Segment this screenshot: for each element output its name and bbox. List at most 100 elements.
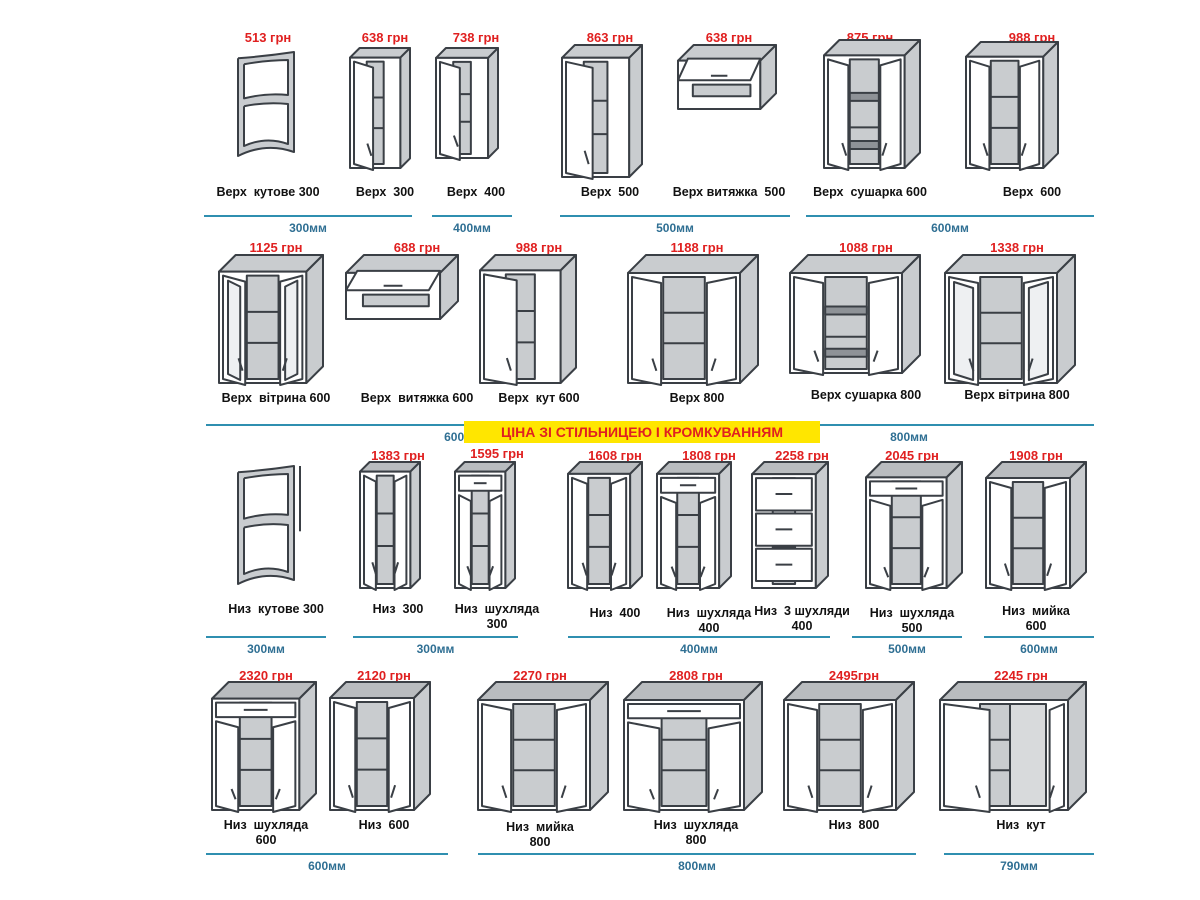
section-width-label: 600мм — [308, 859, 346, 873]
cabinet-label: Низ 600 — [358, 818, 410, 832]
cabinet-label: Верх 800 — [669, 391, 725, 405]
cabinet-label: Верх 600 — [1002, 185, 1062, 199]
cabinet-label: Низ мийка 800 — [506, 820, 574, 849]
cabinet-price: 1125 грн — [249, 240, 303, 255]
cabinet-price: 688 грн — [393, 240, 441, 255]
cabinet-price: 2120 грн — [357, 668, 411, 683]
cabinet-price: 513 грн — [244, 30, 292, 45]
upper-dish-dryer-cabinet-icon — [823, 39, 921, 171]
section-width-label: 790мм — [1000, 859, 1038, 873]
section-width-label: 400мм — [453, 221, 491, 235]
cabinet-label: Низ шухляда 300 — [454, 602, 540, 631]
upper-hood-cabinet-icon — [677, 44, 777, 110]
upper-dish-dryer-cabinet-icon — [789, 254, 921, 376]
section-width-label: 300мм — [289, 221, 327, 235]
cabinet-price: 1088 грн — [839, 240, 893, 255]
section-width-label: 500мм — [656, 221, 694, 235]
base-corner-open-cabinet-icon — [237, 465, 301, 585]
upper-cabinet-single-door-icon — [349, 47, 411, 171]
cabinet-price: 1188 грн — [670, 240, 724, 255]
cabinet-label: Низ кутове 300 — [228, 602, 324, 616]
cabinet-label: Низ шухляда 400 — [666, 606, 752, 635]
cabinet-price: 2320 грн — [239, 668, 293, 683]
cabinet-label: Низ кут — [996, 818, 1046, 832]
price-note-banner: ЦІНА ЗІ СТІЛЬНИЦЕЮ І КРОМКУВАННЯМ — [464, 421, 820, 443]
upper-corner-cabinet-icon — [479, 254, 577, 386]
base-drawer-double-door-cabinet-icon — [211, 681, 317, 813]
cabinet-price: 2495грн — [828, 668, 880, 683]
base-sink-cabinet-icon — [985, 461, 1087, 591]
section-width-label: 800мм — [890, 430, 928, 444]
cabinet-price: 1608 грн — [588, 448, 642, 463]
section-divider — [852, 636, 962, 638]
cabinet-price: 1808 грн — [682, 448, 736, 463]
base-cabinet-double-door-icon — [329, 681, 431, 813]
upper-corner-open-cabinet-icon — [237, 51, 295, 157]
section-divider — [806, 215, 1094, 217]
cabinet-label: Низ шухляда 600 — [223, 818, 309, 847]
cabinet-label: Верх 300 — [355, 185, 415, 199]
section-width-label: 600мм — [1020, 642, 1058, 656]
cabinet-price: 1383 грн — [371, 448, 425, 463]
cabinet-price: 1595 грн — [470, 446, 524, 461]
section-divider — [432, 215, 512, 217]
section-divider — [206, 424, 720, 426]
cabinet-price: 863 грн — [586, 30, 634, 45]
cabinet-label: Верх вітрина 800 — [964, 388, 1070, 402]
section-width-label: 400мм — [680, 642, 718, 656]
section-width-label: 800мм — [678, 859, 716, 873]
section-divider — [944, 853, 1094, 855]
cabinet-price: 2045 грн — [885, 448, 939, 463]
cabinet-price: 2808 грн — [669, 668, 723, 683]
cabinet-label: Низ 800 — [828, 818, 880, 832]
section-divider — [568, 636, 830, 638]
upper-glass-showcase-cabinet-icon — [944, 254, 1076, 386]
section-width-label: 300мм — [247, 642, 285, 656]
base-drawer-door-cabinet-icon — [656, 461, 732, 591]
upper-cabinet-double-door-icon — [627, 254, 759, 386]
cabinet-label: Низ 3 шухляди 400 — [754, 604, 850, 633]
cabinet-label: Верх сушарка 600 — [813, 185, 927, 199]
cabinet-label: Верх 400 — [446, 185, 506, 199]
cabinet-price: 738 грн — [452, 30, 500, 45]
upper-cabinet-double-door-icon — [965, 41, 1059, 171]
cabinet-label: Верх витяжка 500 — [672, 185, 786, 199]
section-width-label: 500мм — [888, 642, 926, 656]
base-drawer-door-cabinet-icon — [865, 461, 963, 591]
base-cabinet-single-door-icon — [567, 461, 643, 591]
cabinet-label: Верх сушарка 800 — [810, 388, 922, 402]
section-divider — [478, 853, 916, 855]
cabinet-price: 638 грн — [705, 30, 753, 45]
section-divider — [206, 853, 448, 855]
upper-glass-showcase-cabinet-icon — [218, 254, 324, 386]
base-drawer-double-door-cabinet-icon — [623, 681, 763, 813]
base-cabinet-double-door-icon — [783, 681, 915, 813]
cabinet-label: Низ мийка 600 — [1002, 604, 1070, 633]
cabinet-price: 2258 грн — [775, 448, 829, 463]
cabinet-label: Верх витяжка 600 — [360, 391, 474, 405]
cabinet-label: Низ шухляда 500 — [869, 606, 955, 635]
section-width-label: 600мм — [931, 221, 969, 235]
base-cabinet-single-door-icon — [359, 461, 421, 591]
cabinet-price: 638 грн — [361, 30, 409, 45]
section-divider — [353, 636, 518, 638]
base-corner-cabinet-icon — [939, 681, 1087, 813]
section-divider — [724, 424, 1094, 426]
section-divider — [204, 215, 412, 217]
base-three-drawer-cabinet-icon — [751, 461, 829, 589]
cabinet-price: 2270 грн — [513, 668, 567, 683]
cabinet-price: 2245 грн — [994, 668, 1048, 683]
cabinet-price: 1908 грн — [1009, 448, 1063, 463]
cabinet-label: Низ шухляда 800 — [653, 818, 739, 847]
upper-cabinet-single-door-icon — [561, 44, 643, 180]
section-divider — [560, 215, 790, 217]
base-sink-cabinet-icon — [477, 681, 609, 813]
section-divider — [206, 636, 326, 638]
section-width-label: 300мм — [416, 642, 455, 656]
base-drawer-door-cabinet-icon — [454, 461, 516, 591]
upper-hood-cabinet-icon — [345, 254, 459, 321]
cabinet-label: Низ 300 — [372, 602, 424, 616]
cabinet-label: Верх вітрина 600 — [221, 391, 331, 405]
cabinet-label: Верх кутове 300 — [216, 185, 320, 199]
